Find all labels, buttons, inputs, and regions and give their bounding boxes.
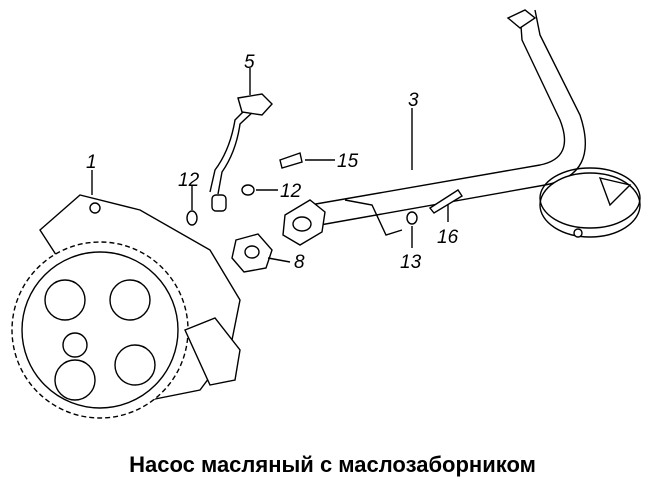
bolt-15 (279, 152, 303, 169)
callout-15: 15 (337, 151, 359, 172)
callout-13: 13 (400, 252, 422, 273)
callout-12-left: 12 (178, 170, 200, 191)
bolt-16 (428, 189, 463, 214)
washer-13 (406, 211, 418, 225)
callout-16: 16 (437, 227, 459, 248)
callout-5: 5 (244, 52, 255, 73)
figure-caption: Насос масляный с маслозаборником (129, 452, 536, 477)
callout-3: 3 (408, 90, 419, 111)
callout-12-right: 12 (280, 181, 302, 202)
gasket-8 (231, 233, 273, 273)
washer-12-left (186, 210, 198, 226)
callout-8: 8 (294, 252, 305, 273)
callout-1: 1 (86, 152, 97, 173)
intake-pipe (282, 9, 641, 246)
washer-12-right (241, 184, 255, 196)
oil-pump-assembly (11, 194, 241, 419)
oil-supply-tube (209, 93, 273, 212)
